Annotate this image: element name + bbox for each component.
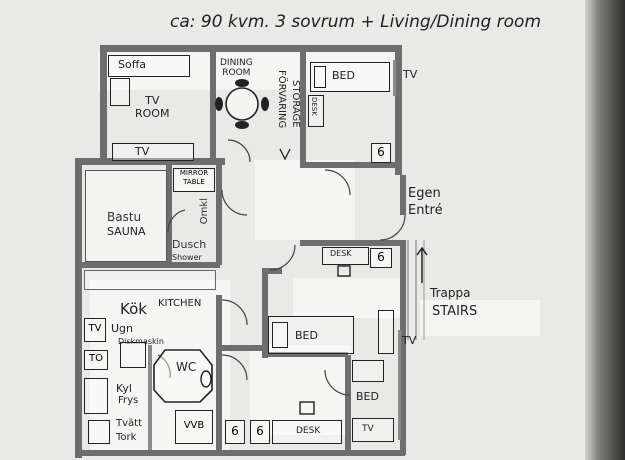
chair-icon xyxy=(299,401,315,415)
bastu-label: Bastu xyxy=(107,210,142,224)
photo-background-edge xyxy=(585,0,625,460)
armchair xyxy=(110,78,130,106)
wc-outline xyxy=(153,349,213,403)
bed-2-label: BED xyxy=(295,329,318,342)
plan-title: ca: 90 kvm. 3 sovrum + Living/Dining roo… xyxy=(170,12,542,32)
mirror-table: MIRROR TABLE xyxy=(173,168,215,192)
wall xyxy=(345,355,351,453)
omkl-label: Omkl xyxy=(199,198,210,225)
sofa-label: Soffa xyxy=(118,58,147,71)
egen-entre-label: Egen Entré xyxy=(408,186,443,218)
tape-strip xyxy=(293,278,403,318)
wall xyxy=(400,175,406,215)
chair-icon xyxy=(337,265,351,277)
desk-3 xyxy=(272,420,342,444)
storage-label-en: STORAGE xyxy=(290,80,301,128)
vvb-unit: VVB xyxy=(175,410,213,444)
storage-label-sv: FÖRVARING xyxy=(276,70,287,129)
sofa xyxy=(108,55,190,77)
wall xyxy=(75,450,405,456)
desk-3-label: DESK xyxy=(296,426,321,436)
washer xyxy=(88,420,110,444)
wardrobe-1: 6 xyxy=(371,143,391,163)
tv-bed-3-label: TV xyxy=(362,424,374,434)
tork-label: Tork xyxy=(116,432,137,443)
sauna-room xyxy=(85,170,167,262)
tv-stand-bed-3 xyxy=(352,418,394,442)
kitchen-label: KITCHEN xyxy=(158,298,202,309)
stairs-lines xyxy=(407,240,425,340)
wall xyxy=(222,345,267,351)
desk-1 xyxy=(308,95,324,127)
tv-stand-bed-2 xyxy=(378,310,394,354)
bed-1-label: BED xyxy=(332,69,355,82)
bed-3-label: BED xyxy=(356,390,379,403)
wc-label: WC xyxy=(176,360,197,374)
stairs-arrow-icon xyxy=(416,246,428,283)
wall xyxy=(148,345,152,450)
pillow xyxy=(352,360,384,382)
window xyxy=(393,60,396,96)
kitchen-counter xyxy=(84,270,216,290)
wall xyxy=(300,162,402,168)
to-unit: TO xyxy=(84,350,108,370)
pillow xyxy=(314,66,326,88)
stove xyxy=(120,342,146,368)
tv-bed-2-label: TV xyxy=(402,334,417,347)
dining-room-label: DINING ROOM xyxy=(220,58,253,78)
kok-label: Kök xyxy=(120,300,147,318)
tvatt-label: Tvätt xyxy=(116,418,142,429)
desk-2-label: DESK xyxy=(330,249,352,258)
wardrobe-2: 6 xyxy=(370,248,392,268)
wall xyxy=(100,45,107,160)
wall xyxy=(262,268,282,274)
kyl-label: Kyl xyxy=(116,382,132,395)
wall xyxy=(75,158,225,165)
diskmaskin-label: Diskmaskin xyxy=(118,337,164,346)
wall xyxy=(395,45,402,175)
wall xyxy=(216,295,222,455)
shower-label: Shower xyxy=(172,253,202,262)
wall xyxy=(210,52,216,164)
wardrobe-3: 6 xyxy=(225,420,245,444)
frys-label: Frys xyxy=(118,395,139,406)
trappa-label: Trappa xyxy=(430,286,471,300)
tape-strip xyxy=(255,160,355,240)
fridge xyxy=(84,378,108,414)
tv-stand xyxy=(112,143,194,161)
dusch-label: Dusch xyxy=(172,238,207,251)
desk-1-label: DESK xyxy=(310,97,318,116)
wardrobe-4: 6 xyxy=(250,420,270,444)
tape-strip xyxy=(420,300,540,336)
wall xyxy=(100,45,402,52)
desk-2 xyxy=(322,247,369,265)
wall xyxy=(300,52,306,164)
wall xyxy=(262,268,268,358)
tv-room-label: TV ROOM xyxy=(135,94,170,120)
tv-bed-1-label: TV xyxy=(403,68,418,81)
wall xyxy=(400,240,406,455)
pillow xyxy=(272,322,288,348)
storage-arrow-icon xyxy=(279,148,291,161)
ugn-label: Ugn xyxy=(111,322,134,335)
wall xyxy=(75,158,82,458)
tv-kitchen: TV xyxy=(84,318,106,342)
tv-living-label: TV xyxy=(135,145,150,158)
wall xyxy=(300,240,402,246)
stairs-label: STAIRS xyxy=(432,304,478,319)
wall xyxy=(216,165,222,265)
wall xyxy=(82,262,220,268)
sauna-label: SAUNA xyxy=(107,225,146,238)
wall xyxy=(268,352,348,357)
dining-table xyxy=(215,79,269,129)
window xyxy=(398,330,401,440)
